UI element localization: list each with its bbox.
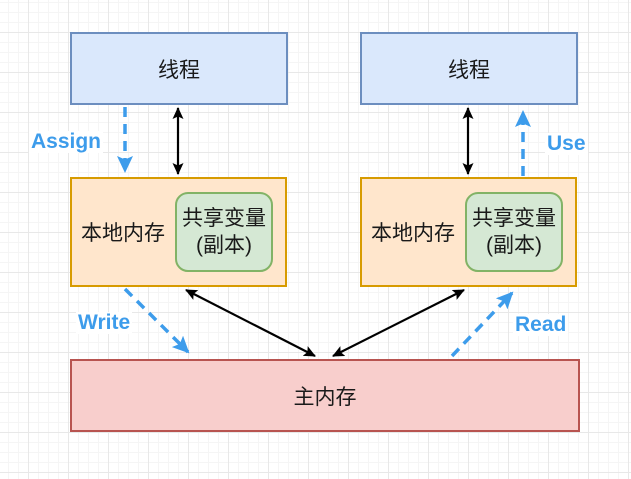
shared-variable-left-line2: (副本) <box>196 234 252 257</box>
node-thread-left-label: 线程 <box>158 58 200 82</box>
edge-read-arrow <box>450 291 514 358</box>
shared-variable-right-line1: 共享变量 <box>472 207 556 230</box>
node-local-memory-right: 本地内存 共享变量 (副本) <box>360 177 577 287</box>
node-shared-variable-right: 共享变量 (副本) <box>465 192 563 272</box>
node-thread-right: 线程 <box>360 32 578 105</box>
node-main-memory: 主内存 <box>70 359 580 432</box>
edge-label-assign: Assign <box>29 130 104 153</box>
edge-label-use: Use <box>545 132 588 155</box>
edge-label-read: Read <box>513 313 569 336</box>
edge-local-main-left-arrow <box>185 289 316 357</box>
edge-local-main-right-arrow <box>332 289 465 357</box>
shared-variable-right-line2: (副本) <box>486 234 542 257</box>
node-shared-variable-left: 共享变量 (副本) <box>175 192 273 272</box>
node-local-memory-right-label: 本地内存 <box>371 222 455 245</box>
node-thread-right-label: 线程 <box>448 58 490 82</box>
edge-write-arrow <box>123 287 190 354</box>
node-main-memory-label: 主内存 <box>293 385 357 409</box>
node-local-memory-left: 本地内存 共享变量 (副本) <box>70 177 287 287</box>
edge-label-write: Write <box>76 311 133 334</box>
shared-variable-left-line1: 共享变量 <box>182 207 266 230</box>
node-thread-left: 线程 <box>70 32 288 105</box>
node-local-memory-left-label: 本地内存 <box>81 222 165 245</box>
